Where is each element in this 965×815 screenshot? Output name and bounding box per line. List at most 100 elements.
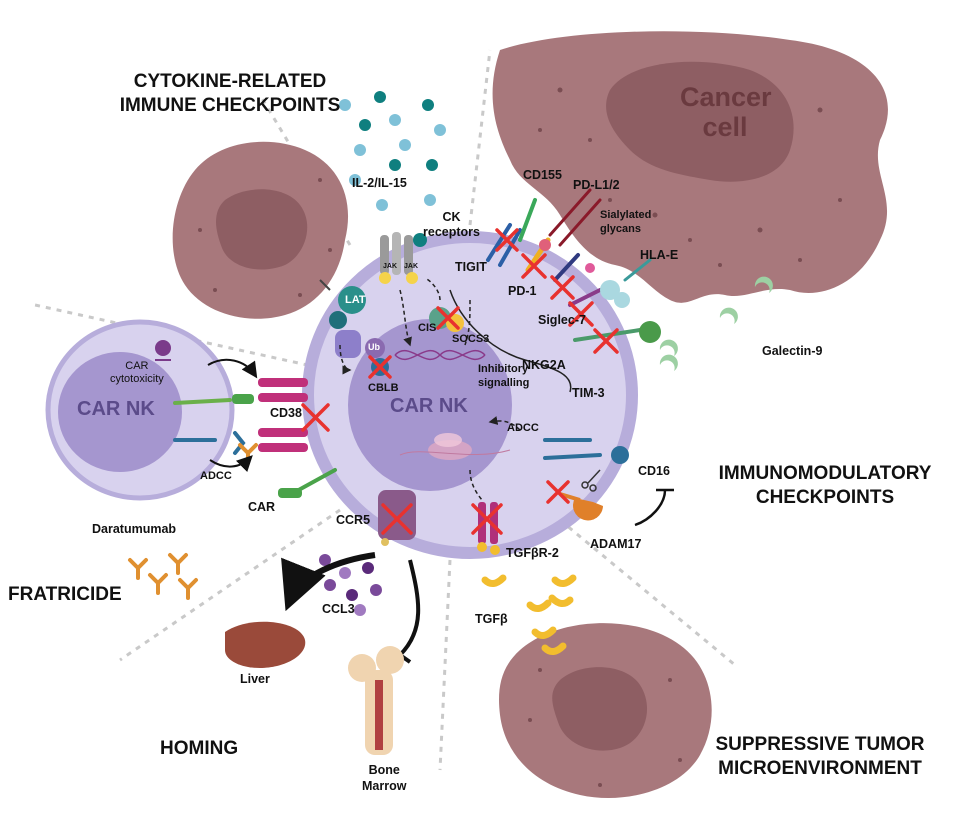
knockout-crosses [301, 228, 619, 535]
car-receptor [278, 468, 337, 498]
label-inhibitory-line2: signalling [478, 377, 530, 389]
tumor-cell-top-left [172, 141, 349, 319]
label-ccl3: CCL3 [322, 602, 355, 616]
label-car-cytotoxicity: CAR cytotoxicity [110, 360, 164, 386]
label-cis: CIS [418, 322, 437, 334]
label-tgfbr2: TGFβR-2 [506, 546, 559, 560]
label-ccr5: CCR5 [336, 513, 371, 527]
label-cd16: CD16 [638, 464, 670, 478]
section-tme-line1: SUPPRESSIVE TUMOR [715, 734, 925, 755]
section-homing: HOMING [160, 738, 239, 759]
cross-tigit [495, 228, 519, 252]
cross-nkg2a [568, 301, 594, 327]
tgfb-molecules [481, 574, 577, 655]
section-immunomodulatory: IMMUNOMODULATORY CHECKPOINTS [705, 462, 945, 510]
lat-complex [319, 279, 366, 358]
section-dividers [34, 49, 736, 771]
section-cytokine: CYTOKINE-RELATED IMMUNE CHECKPOINTS [100, 70, 360, 118]
cancer-cell [492, 31, 888, 303]
label-ck-receptors-line1: CK [442, 210, 461, 224]
label-pdl12: PD-L1/2 [573, 178, 620, 192]
label-cd155: CD155 [523, 168, 562, 182]
label-adam17: ADAM17 [590, 537, 642, 551]
cytotoxicity-arrow [207, 358, 258, 379]
cross-adam17 [546, 480, 570, 504]
adcc-arrow [209, 455, 253, 473]
skull-icon [155, 340, 171, 361]
section-tme: SUPPRESSIVE TUMOR MICROENVIRONMENT [700, 733, 940, 781]
label-bone-marrow: Bone Marrow [362, 762, 406, 794]
section-immunomodulatory-line2: CHECKPOINTS [755, 487, 895, 508]
label-car-cytotoxicity-line1: CAR [125, 360, 149, 372]
label-ck-receptors: CK receptors [423, 210, 480, 240]
cd16-receptor [543, 438, 629, 464]
label-sialylated-line2: glycans [600, 223, 641, 235]
label-adcc-right: ADCC [507, 422, 539, 434]
cross-siglec7 [550, 275, 575, 300]
label-galectin9: Galectin-9 [762, 344, 823, 358]
cancer-ligands [518, 188, 652, 308]
inhibitory-signalling-line [449, 289, 572, 393]
cancer-cell-label-line1: Cancer [680, 82, 772, 112]
label-tgfb: TGFβ [475, 612, 508, 626]
liver-icon [225, 621, 306, 668]
label-liver: Liver [240, 672, 270, 686]
car-nk-cell-main [302, 231, 638, 559]
label-bone-marrow-line2: Marrow [362, 779, 407, 793]
label-inhibitory: Inhibitory signalling [478, 362, 529, 390]
label-car-cytotoxicity-line2: cytotoxicity [110, 373, 164, 385]
dna-icon [394, 349, 486, 361]
label-tim3: TIM-3 [572, 386, 605, 400]
homing-arrow-liver [281, 552, 376, 612]
label-cd38: CD38 [270, 406, 302, 420]
cross-cis [436, 306, 460, 330]
galectin-9 [659, 276, 773, 371]
label-sialylated-line1: Sialylated [600, 209, 652, 221]
section-cytokine-line1: CYTOKINE-RELATED [133, 71, 327, 92]
label-jak-2: JAK [404, 263, 419, 270]
cytokines [339, 91, 446, 211]
cancer-cell-label: Cancer cell [680, 82, 772, 142]
label-sialylated: Sialylated glycans [600, 208, 651, 236]
label-hla-e: HLA-E [640, 248, 679, 262]
label-bone-marrow-line1: Bone [368, 763, 400, 777]
label-jak-1: JAK [383, 263, 398, 270]
label-adcc-left: ADCC [200, 470, 232, 482]
car-nk-cell-left [45, 319, 235, 501]
cross-ccr5 [381, 503, 413, 535]
section-cytokine-line2: IMMUNE CHECKPOINTS [119, 95, 341, 116]
section-immunomodulatory-line1: IMMUNOMODULATORY [718, 463, 932, 484]
ccl3-chemokines [319, 554, 382, 616]
car-left-receptor [173, 394, 254, 455]
label-cblb: CBLB [368, 382, 399, 394]
car-nk-left-label: CAR NK [77, 398, 155, 420]
label-il2-il15: IL-2/IL-15 [352, 176, 407, 190]
scissors-icon [581, 469, 601, 492]
label-siglec7: Siglec-7 [538, 313, 586, 327]
label-pd1: PD-1 [508, 284, 537, 298]
label-daratumumab: Daratumumab [92, 522, 177, 536]
cross-pd1 [521, 253, 547, 279]
label-nkg2a: NKG2A [522, 358, 566, 372]
label-inhibitory-line1: Inhibitory [478, 363, 529, 375]
label-socs3: SOCS3 [452, 333, 490, 345]
inhibitory-receptors [486, 223, 661, 343]
tumor-cell-bottom [499, 623, 712, 799]
bone-marrow-icon [348, 646, 404, 755]
label-ck-receptors-line2: receptors [423, 225, 480, 239]
cd38-receptors [258, 378, 308, 452]
cancer-cell-label-line2: cell [702, 112, 748, 142]
label-ub: Ub [368, 342, 380, 352]
label-car: CAR [248, 500, 276, 514]
cross-tgfbr2 [471, 503, 503, 535]
ck-receptor [379, 232, 427, 284]
cross-tim3 [593, 328, 619, 354]
cross-cd38 [301, 403, 330, 432]
homing-inhibition-bone [398, 559, 421, 657]
section-fratricide: FRATRICIDE [8, 584, 122, 605]
ribosome-icon [399, 433, 511, 460]
ubiquitin [365, 338, 385, 358]
cross-cblb [368, 355, 392, 379]
cd16-inhibition [634, 489, 667, 527]
